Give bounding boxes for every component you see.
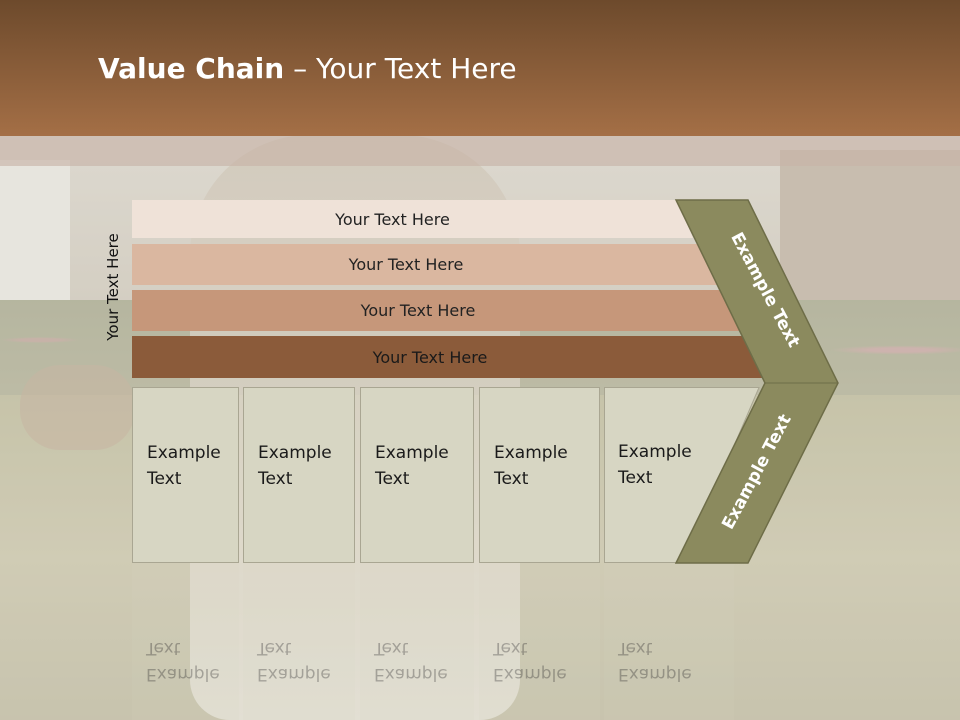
boxes-reflection: Example Text Example Text Example Text E…: [132, 563, 832, 720]
box-text-line2: Text: [147, 469, 182, 489]
reflection-text-line1: Example: [146, 664, 220, 684]
reflection-text-line2: Text: [146, 638, 181, 658]
box-text-line2: Text: [258, 469, 293, 489]
primary-activity-box-5[interactable]: Example Text: [604, 387, 764, 563]
box-text-line1: Example: [618, 442, 692, 462]
side-label[interactable]: Your Text Here: [104, 233, 122, 341]
support-stripe-1[interactable]: Your Text Here: [132, 200, 693, 238]
primary-activity-box-4[interactable]: Example Text: [479, 387, 600, 563]
box-text-line2: Text: [375, 469, 410, 489]
box-text-line1: Example: [375, 443, 449, 463]
support-stripe-label: Your Text Here: [335, 209, 450, 229]
reflection-text-line1: Example: [257, 664, 331, 684]
margin-chevron[interactable]: [660, 195, 850, 570]
box-text-line2: Text: [494, 469, 529, 489]
primary-activity-box-1[interactable]: Example Text: [132, 387, 239, 563]
reflection-text-line2: Text: [493, 638, 528, 658]
support-stripe-4[interactable]: Your Text Here: [132, 336, 768, 378]
slide-title[interactable]: Value Chain – Your Text Here: [98, 52, 517, 85]
title-underband: [0, 136, 960, 166]
support-stripe-label: Your Text Here: [360, 301, 476, 320]
primary-activity-box-2[interactable]: Example Text: [243, 387, 355, 563]
reflection-box: Example Text: [132, 563, 239, 720]
reflection-text-line2: Text: [618, 638, 653, 658]
box-text-line1: Example: [494, 443, 568, 463]
reflection-box: Example Text: [360, 563, 474, 720]
reflection-text-line1: Example: [374, 664, 448, 684]
box-text-line1: Example: [258, 443, 332, 463]
background-foot: [20, 365, 135, 450]
reflection-text-line2: Text: [257, 638, 292, 658]
reflection-text-line1: Example: [493, 664, 567, 684]
reflection-box: Example Text: [604, 563, 734, 720]
box-text-line2: Text: [618, 468, 653, 488]
primary-activity-box-3[interactable]: Example Text: [360, 387, 474, 563]
title-bar: Value Chain – Your Text Here: [0, 0, 960, 136]
support-stripe-label: Your Text Here: [348, 255, 464, 274]
background-siding: [0, 160, 70, 310]
reflection-text-line1: Example: [618, 664, 692, 684]
slide-title-rest: – Your Text Here: [284, 52, 517, 85]
reflection-box: Example Text: [479, 563, 600, 720]
box-text-line1: Example: [147, 443, 221, 463]
reflection-flipped: Example Text Example Text Example Text E…: [132, 563, 832, 720]
reflection-text-line2: Text: [374, 638, 409, 658]
reflection-box: Example Text: [243, 563, 355, 720]
support-stripe-2[interactable]: Your Text Here: [132, 244, 720, 285]
slide-title-bold: Value Chain: [98, 52, 285, 85]
support-stripe-label: Your Text Here: [372, 347, 488, 367]
support-stripe-3[interactable]: Your Text Here: [132, 290, 744, 331]
